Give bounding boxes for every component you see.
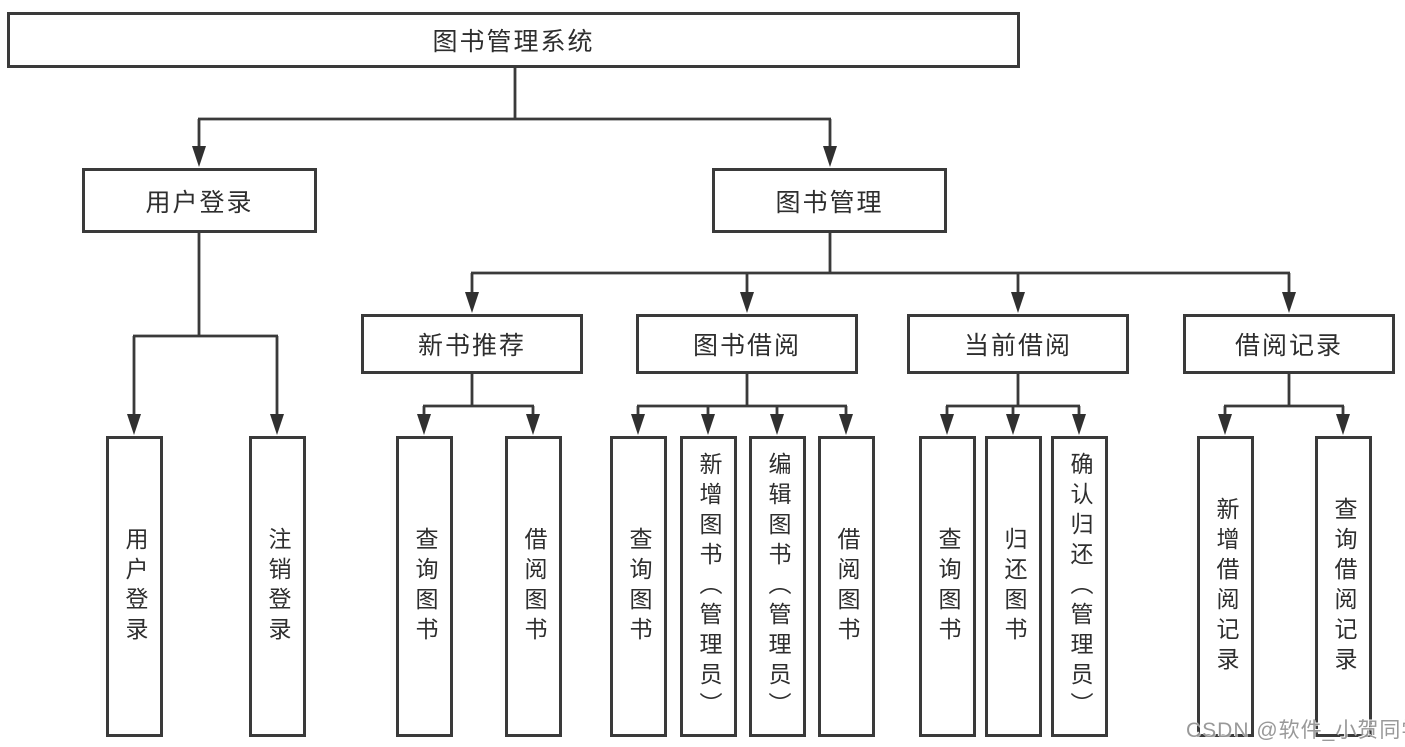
node-label: 用户登录 bbox=[145, 188, 254, 217]
node-new-book-recommend: 新书推荐 bbox=[361, 314, 583, 374]
leaf-records-add-borrow-record: 新增借阅记录 bbox=[1197, 436, 1254, 737]
leaf-borrowing-query-books: 查询图书 bbox=[610, 436, 667, 737]
node-library-management-system: 图书管理系统 bbox=[7, 12, 1020, 68]
node-label: 图书管理系统 bbox=[432, 28, 595, 56]
leaf-borrowing-edit-books-admin: 编辑图书（管理员） bbox=[749, 436, 806, 737]
node-label: 用户登录 bbox=[122, 526, 147, 647]
node-current-borrowing: 当前借阅 bbox=[907, 314, 1129, 374]
leaf-user-login: 用户登录 bbox=[106, 436, 163, 737]
node-label: 查询图书 bbox=[935, 526, 960, 647]
leaf-current-query-books: 查询图书 bbox=[919, 436, 976, 737]
leaf-current-confirm-return-admin: 确认归还（管理员） bbox=[1051, 436, 1108, 737]
node-borrow-records: 借阅记录 bbox=[1183, 314, 1395, 374]
leaf-current-return-books: 归还图书 bbox=[985, 436, 1042, 737]
node-label: 图书管理 bbox=[775, 188, 884, 217]
node-label: 图书借阅 bbox=[692, 332, 801, 360]
node-label: 确认归还（管理员） bbox=[1067, 451, 1092, 722]
node-label: 新书推荐 bbox=[417, 332, 526, 360]
node-label: 编辑图书（管理员） bbox=[765, 451, 790, 722]
arrowheads bbox=[127, 146, 1350, 435]
node-label: 注销登录 bbox=[265, 526, 290, 647]
node-label: 新增借阅记录 bbox=[1213, 496, 1238, 677]
node-label: 查询图书 bbox=[626, 526, 651, 647]
leaf-recommend-query-books: 查询图书 bbox=[396, 436, 453, 737]
leaf-logout: 注销登录 bbox=[249, 436, 306, 737]
node-label: 归还图书 bbox=[1001, 526, 1026, 647]
node-label: 当前借阅 bbox=[963, 332, 1072, 360]
node-label: 借阅图书 bbox=[521, 526, 546, 647]
node-label: 借阅记录 bbox=[1234, 332, 1343, 360]
csdn-watermark: CSDN @软件_小贺同学 bbox=[1186, 719, 1405, 742]
node-book-management: 图书管理 bbox=[712, 168, 947, 233]
node-label: 借阅图书 bbox=[834, 526, 859, 647]
leaf-records-query-borrow-record: 查询借阅记录 bbox=[1315, 436, 1372, 737]
leaf-borrowing-add-books-admin: 新增图书（管理员） bbox=[680, 436, 737, 737]
node-label: 查询图书 bbox=[412, 526, 437, 647]
node-label: 查询借阅记录 bbox=[1331, 496, 1356, 677]
leaf-borrowing-borrow-books: 借阅图书 bbox=[818, 436, 875, 737]
leaf-recommend-borrow-books: 借阅图书 bbox=[505, 436, 562, 737]
node-book-borrowing: 图书借阅 bbox=[636, 314, 858, 374]
node-label: 新增图书（管理员） bbox=[696, 451, 721, 722]
node-user-login: 用户登录 bbox=[82, 168, 317, 233]
tree-edges bbox=[132, 68, 1345, 418]
